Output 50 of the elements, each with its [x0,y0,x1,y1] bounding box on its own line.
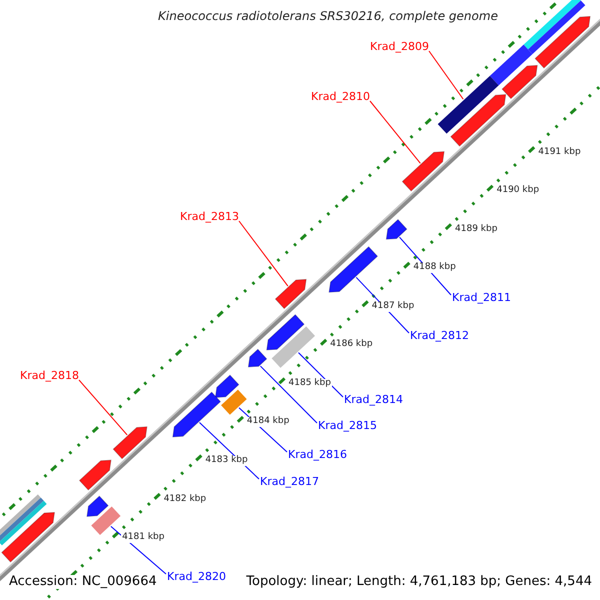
gene-label: Krad_2817 [260,476,319,488]
leader-line [428,50,464,100]
gene-label: Krad_2815 [318,420,377,432]
leader-line [238,220,288,287]
scale-label: 4186 kbp [329,340,374,350]
scale-label: 4184 kbp [246,417,290,428]
gene-block [91,506,121,535]
gene-label: Krad_2812 [410,330,469,342]
gene-label: Krad_2810 [311,91,370,104]
gene-block [248,348,268,368]
scale-label: 4190 kbp [496,186,540,196]
accession-text: Accession: NC_009664 [9,575,157,590]
scale-label: 4182 kbp [162,494,208,504]
gene-block [214,374,240,398]
gene-block [112,426,148,460]
gene-label: Krad_2813 [180,211,239,224]
gene-block [1,512,55,563]
leader-line [260,366,318,424]
gene-block [450,94,506,147]
gene-block [386,218,408,240]
gene-label: Krad_2818 [20,370,79,382]
gene-block [534,16,591,69]
gene-label: Krad_2811 [452,292,511,304]
genome-summary: Topology: linear; Length: 4,761,183 bp; Genes: 4,544 [246,575,592,590]
gene-label: Krad_2820 [167,571,226,584]
scale-label: 4183 kbp [204,456,249,466]
title: Kineococcus radiotolerans SRS30216, complete genome [157,10,499,24]
gene-block [502,64,538,100]
scale-label: 4187 kbp [370,302,416,312]
leader-line [110,526,166,574]
gene-label: Krad_2816 [288,449,347,462]
gene-block [328,246,378,293]
gene-block [172,392,222,438]
scale-label: 4188 kbp [412,263,457,274]
leader-line [298,352,344,398]
scale-label: 4189 kbp [454,224,498,235]
gene-block [274,278,307,310]
scale-label: 4185 kbp [288,378,332,389]
gene-block [86,496,109,517]
scale-label: 4191 kbp [537,148,582,158]
leader-line [78,380,128,436]
scale-label: 4181 kbp [121,533,166,543]
gene-block [78,460,112,491]
gene-label: Krad_2809 [370,41,429,54]
gene-block [402,151,445,192]
gene-block [0,494,47,546]
leader-line [370,100,421,164]
gene-block [524,0,586,54]
gene-block [266,314,305,350]
gene-label: Krad_2814 [344,394,403,406]
